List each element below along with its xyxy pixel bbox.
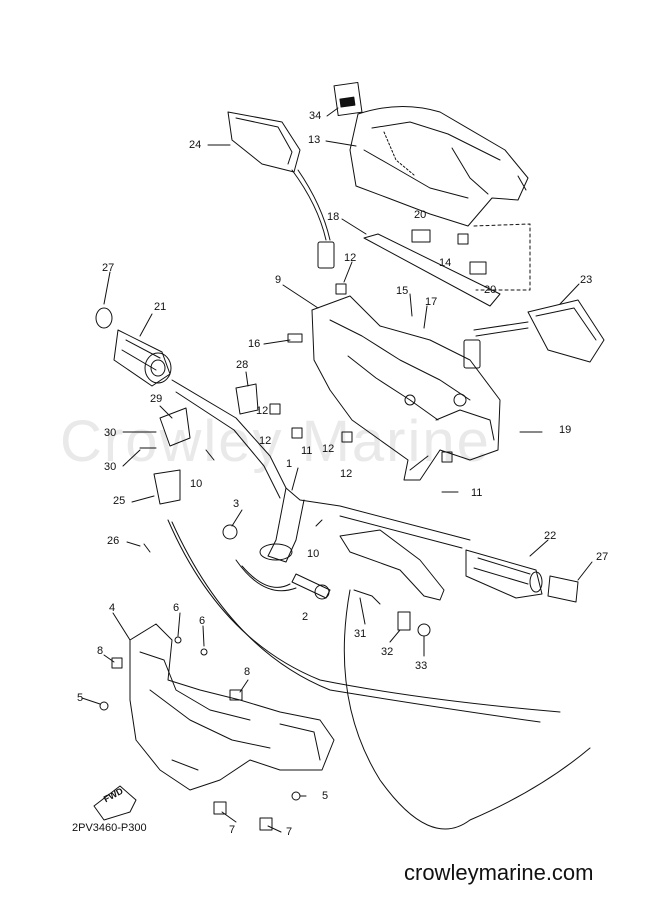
lower-cover-part-4: [129, 623, 335, 791]
callout-21: 21: [154, 301, 167, 313]
callout-12b: 12: [256, 405, 269, 417]
bar-end-part-27b: [547, 575, 579, 603]
callout-20a: 20: [414, 209, 427, 221]
callout-27b: 27: [596, 551, 609, 563]
callout-7b: 7: [286, 826, 293, 838]
callout-20b: 20: [484, 284, 497, 296]
handlebar-housing: [311, 295, 501, 481]
callout-28: 28: [236, 359, 249, 371]
callout-16: 16: [248, 338, 261, 350]
throttle-cables: [167, 519, 591, 830]
rubber-strip-part-18: [363, 233, 501, 307]
background-watermark: Crowley Marine: [60, 409, 491, 474]
handlebar-part-1: [171, 379, 471, 592]
callout-11b: 11: [471, 487, 483, 499]
callout-5b: 5: [322, 790, 329, 802]
mirror-right-part-23: [463, 299, 605, 369]
screws: [99, 431, 531, 801]
callout-12c: 12: [259, 435, 272, 447]
bar-end-part-27: [95, 307, 113, 329]
clamp-part-28: [235, 383, 259, 415]
callout-4: 4: [109, 602, 116, 614]
nut-part-3: [222, 524, 238, 540]
callout-34: 34: [309, 110, 322, 122]
callout-19: 19: [559, 424, 572, 436]
callout-25: 25: [113, 495, 126, 507]
switch-part-25: [153, 469, 181, 505]
callout-12a: 12: [344, 252, 357, 264]
grip-left-part-21: [95, 307, 172, 387]
callout-31: 31: [354, 628, 367, 640]
leader-20: [473, 223, 531, 291]
callout-22: 22: [544, 530, 557, 542]
callout-3: 3: [233, 498, 240, 510]
bracket-part-29: [159, 407, 191, 447]
callout-7a: 7: [229, 824, 236, 836]
adjuster-part-32: [397, 611, 411, 631]
callout-8b: 8: [244, 666, 251, 678]
callout-5a: 5: [77, 692, 84, 704]
callout-10a: 10: [190, 478, 203, 490]
callout-23: 23: [580, 274, 593, 286]
pad-part-20b: [469, 261, 487, 275]
callout-2: 2: [302, 611, 309, 623]
callout-26: 26: [107, 535, 120, 547]
nut-part-14: [457, 233, 469, 245]
callout-11a: 11: [301, 445, 313, 457]
washer-part-33: [417, 623, 431, 637]
leader-lines: [81, 107, 593, 833]
cable-part-31: [353, 589, 381, 605]
grip-right-part-22: [465, 549, 579, 603]
callout-17: 17: [425, 296, 438, 308]
decal-part-34: [333, 81, 363, 117]
callout-12e: 12: [340, 468, 353, 480]
fwd-arrow-icon: [93, 785, 137, 821]
callout-14: 14: [439, 257, 452, 269]
bolt-part-2: [291, 573, 331, 600]
callout-6b: 6: [199, 615, 206, 627]
clips-part-12: [111, 283, 453, 831]
callout-29: 29: [150, 393, 163, 405]
brake-lever: [339, 529, 445, 601]
diagram-code: 2PV3460-P300: [72, 822, 147, 834]
callout-30b: 30: [104, 461, 117, 473]
callout-6a: 6: [173, 602, 180, 614]
pad-part-20: [411, 229, 431, 243]
callout-1: 1: [286, 458, 293, 470]
handlebar-cover-part-13: [349, 106, 529, 227]
callout-27a: 27: [102, 262, 115, 274]
callout-12d: 12: [322, 443, 335, 455]
callout-24: 24: [189, 139, 202, 151]
site-watermark: crowleymarine.com: [404, 860, 594, 885]
callout-15: 15: [396, 285, 409, 297]
callout-9: 9: [275, 274, 282, 286]
callout-32: 32: [381, 646, 394, 658]
callout-30a: 30: [104, 427, 117, 439]
callout-18: 18: [327, 211, 340, 223]
callout-8a: 8: [97, 645, 104, 657]
mirror-left-part-24: [227, 111, 335, 269]
callout-13: 13: [308, 134, 321, 146]
callout-33: 33: [415, 660, 428, 672]
callout-10b: 10: [307, 548, 320, 560]
